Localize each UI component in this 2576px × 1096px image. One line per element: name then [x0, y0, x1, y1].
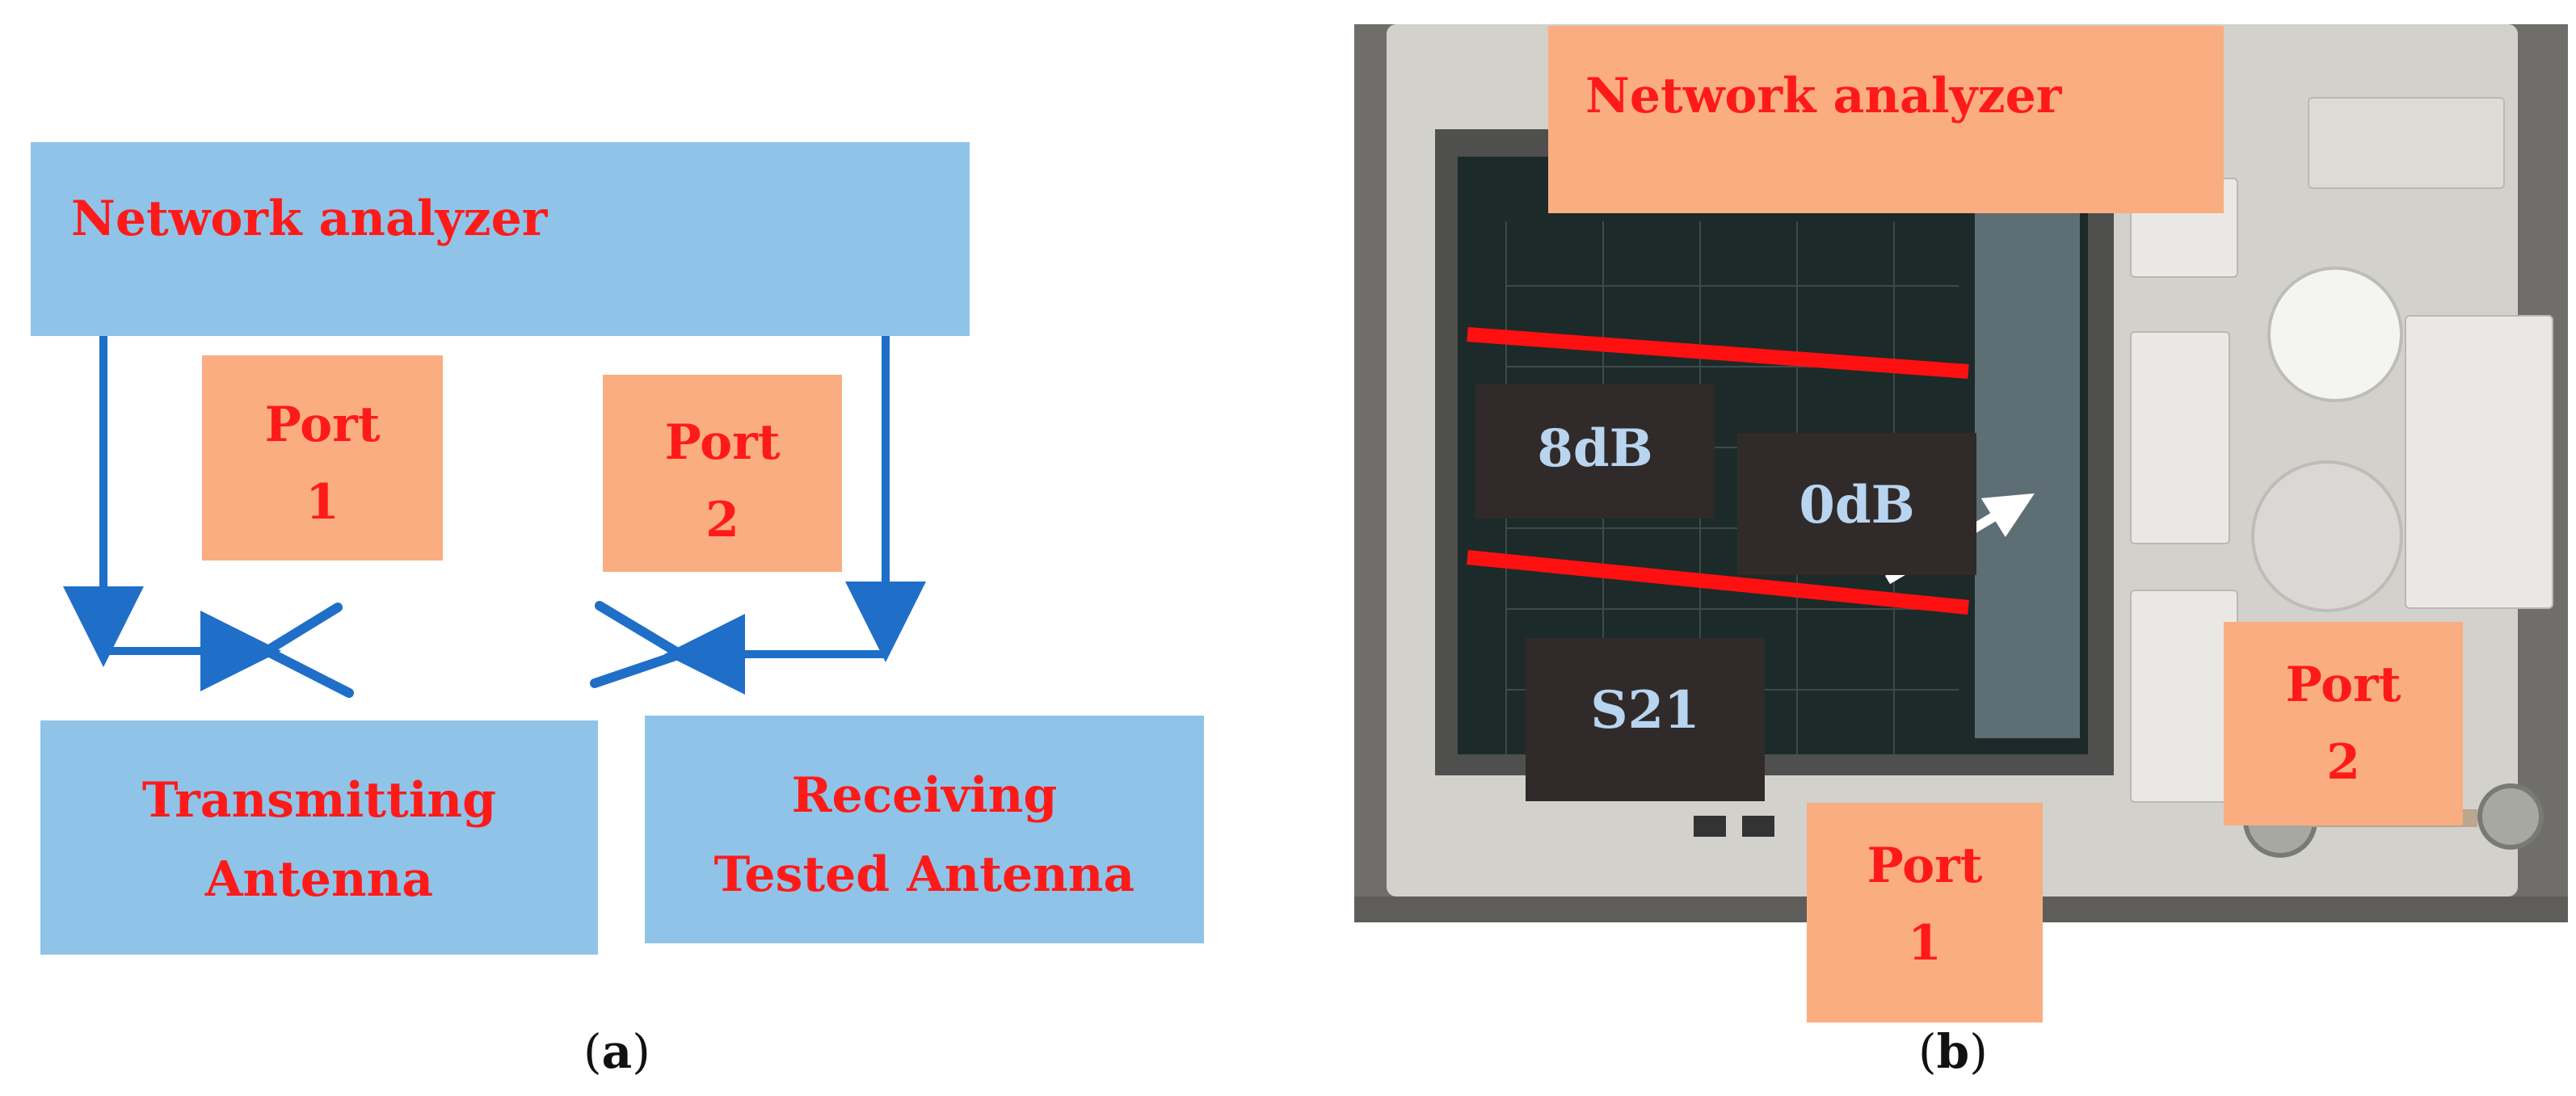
port2-box: Port 2 [603, 375, 842, 572]
receiving-antenna-box: Receiving Tested Antenna [645, 716, 1204, 943]
caption-a: (a) [583, 1024, 650, 1079]
port1-label: Port [264, 397, 381, 453]
numeric-keypad [2405, 315, 2553, 609]
function-keys [2130, 331, 2230, 544]
caption-b: (b) [1918, 1024, 1988, 1079]
photo-port1-line2: 1 [1908, 915, 1942, 972]
network-analyzer-photo-label-box: Network analyzer [1548, 26, 2224, 213]
s21-box: S21 [1526, 638, 1765, 801]
navigation-pad [2251, 460, 2403, 612]
receiving-line1: Receiving [791, 767, 1058, 824]
caption-a-close: ) [632, 1024, 650, 1079]
photo-port1-label: Port 1 [1807, 827, 2043, 982]
transmitting-line1: Transmitting [141, 772, 497, 829]
screen-grid [1505, 173, 2080, 754]
display-window [2308, 97, 2505, 189]
port1-box: Port 1 [202, 355, 443, 561]
s21-label: S21 [1590, 680, 1700, 741]
receiving-antenna-icon [590, 601, 685, 688]
port2-label: Port [664, 414, 781, 471]
caption-a-letter: a [601, 1024, 633, 1079]
network-analyzer-box: Network analyzer [31, 142, 970, 336]
transmitting-antenna-icon [262, 603, 354, 698]
photo-port2-line1: Port [2285, 657, 2401, 713]
network-analyzer-label: Network analyzer [71, 191, 548, 247]
transmitting-antenna-box: Transmitting Antenna [40, 720, 598, 955]
transmitting-line2: Antenna [204, 851, 434, 908]
upper-level-line [1467, 327, 1969, 379]
photo-port2-label: Port 2 [2224, 646, 2463, 801]
port2-connector [2477, 783, 2544, 850]
caption-b-open: ( [1918, 1024, 1937, 1079]
receiving-line2: Tested Antenna [713, 846, 1135, 903]
lower-level-line [1467, 550, 1969, 615]
transmitting-antenna-label: Transmitting Antenna [40, 761, 598, 919]
level-0db-box: 0dB [1737, 433, 1976, 575]
photo-port2-line2: 2 [2326, 734, 2360, 791]
rotary-knob [2267, 267, 2403, 402]
photo-port2-box: Port 2 [2224, 622, 2463, 825]
level-8db-box: 8dB [1475, 384, 1715, 519]
usb-port-2 [1742, 816, 1774, 837]
receiving-antenna-label: Receiving Tested Antenna [645, 756, 1204, 914]
port1-number: 1 [305, 474, 339, 531]
caption-a-open: ( [583, 1024, 602, 1079]
network-analyzer-photo-label: Network analyzer [1585, 68, 2062, 124]
caption-b-letter: b [1936, 1024, 1970, 1079]
photo-port1-box: Port 1 [1807, 803, 2043, 1023]
port2-number: 2 [705, 492, 739, 548]
usb-port-1 [1694, 816, 1726, 837]
level-8db-label: 8dB [1537, 418, 1653, 479]
level-0db-label: 0dB [1799, 475, 1915, 535]
caption-b-close: ) [1969, 1024, 1988, 1079]
signal-path-arrows [63, 336, 926, 698]
photo-port1-line1: Port [1867, 838, 1983, 894]
